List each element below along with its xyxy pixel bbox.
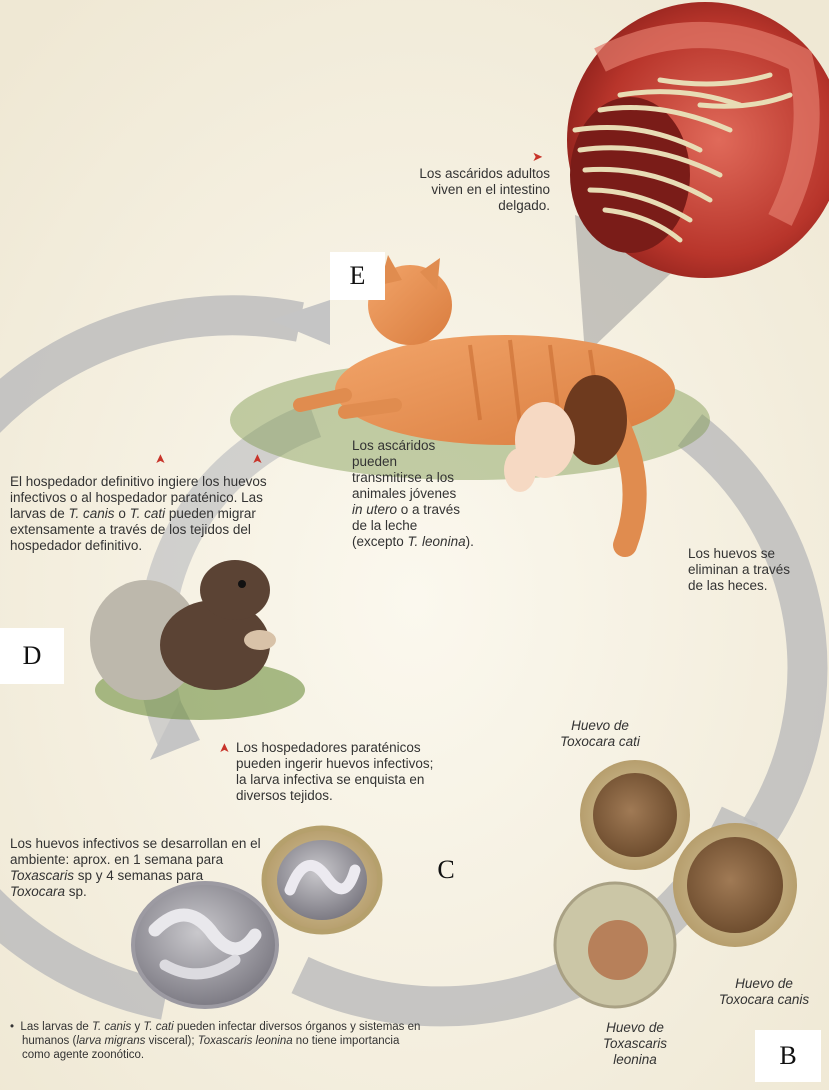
caption-line: pueden <box>352 454 512 470</box>
caption-line: in utero o a través <box>352 502 512 518</box>
caption-line: Toxocara sp. <box>10 884 290 900</box>
italic-term: T. canis <box>92 1021 131 1033</box>
caption-line: de la leche <box>352 518 512 534</box>
development-caption: Los huevos infectivos se desarrollan en … <box>10 836 290 900</box>
marker-arrow: ➤ <box>532 149 543 165</box>
egg-label-leonina: Huevo de Toxascaris leonina <box>585 1020 685 1068</box>
caption-line: humanos (larva migrans visceral); Toxasc… <box>10 1034 570 1048</box>
caption-line: transmitirse a los <box>352 470 512 486</box>
caption-text: ). <box>466 534 474 549</box>
caption-line: Huevo de <box>545 718 655 734</box>
italic-term: Toxascaris leonina <box>198 1035 293 1047</box>
caption-line: pueden ingerir huevos infectivos; <box>236 756 466 772</box>
caption-text: visceral); <box>145 1035 197 1047</box>
caption-line: Los ascáridos <box>352 438 512 454</box>
caption-text: y <box>131 1021 143 1033</box>
italic-term: T. cati <box>130 506 166 521</box>
caption-text: o <box>115 506 130 521</box>
caption-line: hospedador definitivo. <box>10 538 330 554</box>
definitive-host-caption: El hospedador definitivo ingiere los hue… <box>10 474 330 554</box>
caption-text: pueden migrar <box>165 506 256 521</box>
caption-line: El hospedador definitivo ingiere los hue… <box>10 474 330 490</box>
italic-term: T. leonina <box>408 534 466 549</box>
caption-line: Los huevos infectivos se desarrollan en … <box>10 836 290 852</box>
egg-toxocara-cati <box>580 760 690 870</box>
italic-term: Toxocara <box>10 884 65 899</box>
adults-caption: Los ascáridos adultos viven en el intest… <box>390 166 550 214</box>
label-b: B <box>755 1030 821 1082</box>
egg-label-cati: Huevo de Toxocara cati <box>545 718 655 750</box>
caption-line: infectivos o al hospedador paraténico. L… <box>10 490 330 506</box>
caption-line: eliminan a través <box>688 562 823 578</box>
marker-arrow: ➤ <box>152 454 168 465</box>
italic-term: larva migrans <box>76 1035 145 1047</box>
caption-line: Toxascaris sp y 4 semanas para <box>10 868 290 884</box>
caption-text: (excepto <box>352 534 408 549</box>
caption-line: • Las larvas de T. canis y T. cati puede… <box>10 1020 570 1034</box>
caption-line: ambiente: aprox. en 1 semana para <box>10 852 290 868</box>
transmission-caption: Los ascáridos pueden transmitirse a los … <box>352 438 512 550</box>
label-c: C <box>422 848 470 892</box>
italic-term: in utero <box>352 502 397 517</box>
caption-line: Huevo de <box>585 1020 685 1036</box>
caption-line: animales jóvenes <box>352 486 512 502</box>
caption-text: sp. <box>65 884 87 899</box>
caption-line: delgado. <box>390 198 550 214</box>
caption-line: Los hospedadores paraténicos <box>236 740 466 756</box>
caption-text: humanos ( <box>22 1035 76 1047</box>
footnote: • Las larvas de T. canis y T. cati puede… <box>10 1020 570 1062</box>
caption-line: Los huevos se <box>688 546 823 562</box>
caption-text: como agente zoonótico. <box>22 1049 144 1061</box>
caption-line: larvas de T. canis o T. cati pueden migr… <box>10 506 330 522</box>
caption-line: Toxocara canis <box>705 992 823 1008</box>
caption-text: sp y 4 semanas para <box>74 868 203 883</box>
marker-arrow: ➤ <box>249 454 265 465</box>
egg-toxocara-canis <box>673 823 797 947</box>
caption-line: como agente zoonótico. <box>10 1048 570 1062</box>
label-e: E <box>330 252 385 300</box>
caption-line: leonina <box>585 1052 685 1068</box>
caption-line: Toxocara cati <box>545 734 655 750</box>
caption-text: larvas de <box>10 506 69 521</box>
paratenic-caption: Los hospedadores paraténicos pueden inge… <box>236 740 466 804</box>
caption-line: extensamente a través de los tejidos del <box>10 522 330 538</box>
caption-line: diversos tejidos. <box>236 788 466 804</box>
feces-caption: Los huevos se eliminan a través de las h… <box>688 546 823 594</box>
caption-line: Toxascaris <box>585 1036 685 1052</box>
caption-line: viven en el intestino <box>390 182 550 198</box>
italic-term: T. canis <box>69 506 115 521</box>
egg-toxascaris-leonina <box>555 883 675 1007</box>
caption-line: Los ascáridos adultos <box>390 166 550 182</box>
marker-arrow: ➤ <box>216 743 232 754</box>
caption-text: pueden infectar diversos órganos y siste… <box>174 1021 421 1033</box>
caption-line: de las heces. <box>688 578 823 594</box>
italic-term: Toxascaris <box>10 868 74 883</box>
caption-text: Las larvas de <box>20 1021 92 1033</box>
caption-text: o a través <box>397 502 460 517</box>
caption-line: (excepto T. leonina). <box>352 534 512 550</box>
italic-term: T. cati <box>143 1021 173 1033</box>
caption-line: Huevo de <box>705 976 823 992</box>
egg-label-canis: Huevo de Toxocara canis <box>705 976 823 1008</box>
caption-text: no tiene importancia <box>293 1035 400 1047</box>
caption-line: la larva infectiva se enquista en <box>236 772 466 788</box>
label-d: D <box>0 628 64 684</box>
infective-egg-large <box>133 883 277 1007</box>
